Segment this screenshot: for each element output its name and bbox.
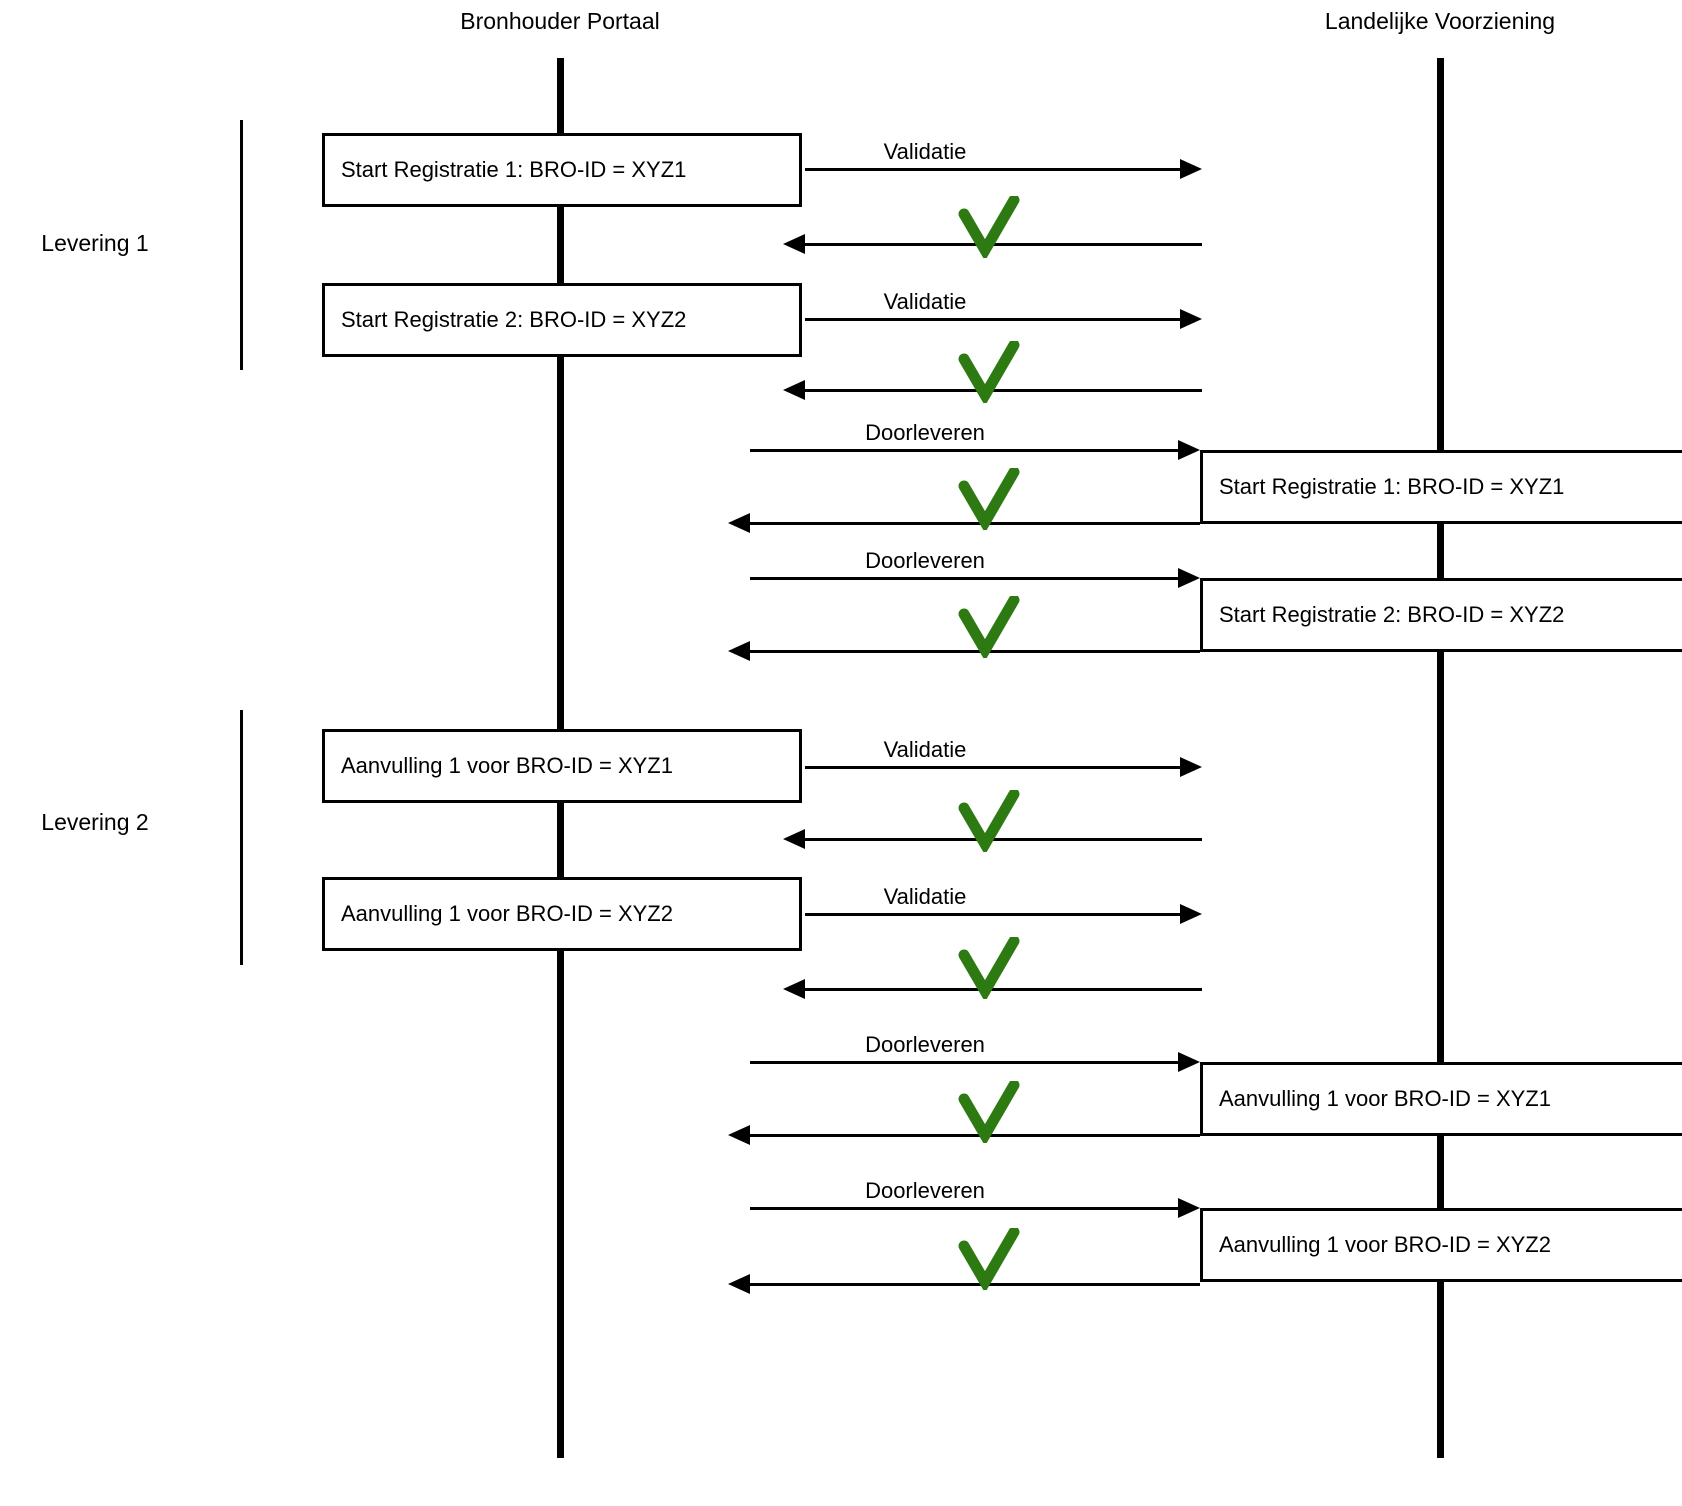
- arrow-head-right-icon: [1178, 440, 1200, 460]
- message-box-left-3[interactable]: Aanvulling 1 voor BRO-ID = XYZ1: [322, 729, 802, 803]
- message-arrow-doorleveren-4: [750, 1207, 1180, 1210]
- message-box-left-4[interactable]: Aanvulling 1 voor BRO-ID = XYZ2: [322, 877, 802, 951]
- arrow-head-right-icon: [1180, 309, 1202, 329]
- message-box-right-3-label: Aanvulling 1 voor BRO-ID = XYZ1: [1219, 1086, 1551, 1111]
- validation-check-icon-4: [958, 596, 1020, 658]
- validation-check-icon-6: [958, 937, 1020, 999]
- message-arrow-return-2: [805, 389, 1202, 392]
- arrow-head-right-icon: [1178, 1198, 1200, 1218]
- lifeline-bar-landelijke: [1437, 58, 1444, 1458]
- message-arrow-return-8: [750, 1283, 1200, 1286]
- message-arrow-doorleveren-3: [750, 1061, 1180, 1064]
- arrow-head-right-icon: [1180, 757, 1202, 777]
- validation-check-icon-2: [958, 341, 1020, 403]
- message-box-left-2[interactable]: Start Registratie 2: BRO-ID = XYZ2: [322, 283, 802, 357]
- arrow-head-left-icon: [783, 234, 805, 254]
- arrow-head-left-icon: [728, 641, 750, 661]
- group-label-levering-1: Levering 1: [41, 230, 149, 256]
- validation-check-icon-3: [958, 468, 1020, 530]
- group-bracket-levering-1: [240, 120, 243, 370]
- message-label-doorleveren-4: Doorleveren: [865, 1178, 985, 1203]
- arrow-head-right-icon: [1180, 159, 1202, 179]
- message-arrow-return-6: [805, 988, 1202, 991]
- message-box-left-2-label: Start Registratie 2: BRO-ID = XYZ2: [341, 307, 687, 332]
- arrow-head-right-icon: [1178, 568, 1200, 588]
- message-arrow-doorleveren-2: [750, 577, 1180, 580]
- message-box-left-3-label: Aanvulling 1 voor BRO-ID = XYZ1: [341, 753, 673, 778]
- message-arrow-return-5: [805, 838, 1202, 841]
- message-label-validatie-1: Validatie: [883, 139, 967, 164]
- message-arrow-validatie-3: [805, 766, 1182, 769]
- lifeline-title-bronhouder: Bronhouder Portaal: [460, 8, 660, 34]
- lifeline-title-landelijke: Landelijke Voorziening: [1324, 8, 1556, 34]
- message-box-left-1[interactable]: Start Registratie 1: BRO-ID = XYZ1: [322, 133, 802, 207]
- validation-check-icon-7: [958, 1081, 1020, 1143]
- arrow-head-left-icon: [728, 513, 750, 533]
- validation-check-icon-8: [958, 1228, 1020, 1290]
- group-label-levering-2: Levering 2: [41, 809, 149, 835]
- group-bracket-levering-2: [240, 710, 243, 965]
- message-label-validatie-3: Validatie: [883, 737, 967, 762]
- message-arrow-validatie-4: [805, 913, 1182, 916]
- message-box-left-4-label: Aanvulling 1 voor BRO-ID = XYZ2: [341, 901, 673, 926]
- message-box-right-3[interactable]: Aanvulling 1 voor BRO-ID = XYZ1: [1200, 1062, 1682, 1136]
- message-arrow-validatie-1: [805, 168, 1182, 171]
- message-label-validatie-4: Validatie: [883, 884, 967, 909]
- arrow-head-right-icon: [1178, 1052, 1200, 1072]
- message-arrow-return-7: [750, 1134, 1200, 1137]
- arrow-head-left-icon: [783, 979, 805, 999]
- message-box-right-4[interactable]: Aanvulling 1 voor BRO-ID = XYZ2: [1200, 1208, 1682, 1282]
- message-box-right-2[interactable]: Start Registratie 2: BRO-ID = XYZ2: [1200, 578, 1682, 652]
- message-box-right-2-label: Start Registratie 2: BRO-ID = XYZ2: [1219, 602, 1565, 627]
- message-arrow-return-4: [750, 650, 1200, 653]
- message-box-left-1-label: Start Registratie 1: BRO-ID = XYZ1: [341, 157, 687, 182]
- message-label-doorleveren-1: Doorleveren: [865, 420, 985, 445]
- message-arrow-return-3: [750, 522, 1200, 525]
- message-label-validatie-2: Validatie: [883, 289, 967, 314]
- arrow-head-right-icon: [1180, 904, 1202, 924]
- arrow-head-left-icon: [783, 829, 805, 849]
- message-label-doorleveren-3: Doorleveren: [865, 1032, 985, 1057]
- message-box-right-1-label: Start Registratie 1: BRO-ID = XYZ1: [1219, 474, 1565, 499]
- arrow-head-left-icon: [728, 1125, 750, 1145]
- message-box-right-1[interactable]: Start Registratie 1: BRO-ID = XYZ1: [1200, 450, 1682, 524]
- message-arrow-validatie-2: [805, 318, 1182, 321]
- arrow-head-left-icon: [783, 380, 805, 400]
- message-arrow-return-1: [805, 243, 1202, 246]
- message-box-right-4-label: Aanvulling 1 voor BRO-ID = XYZ2: [1219, 1232, 1551, 1257]
- validation-check-icon-1: [958, 196, 1020, 258]
- message-arrow-doorleveren-1: [750, 449, 1180, 452]
- message-label-doorleveren-2: Doorleveren: [865, 548, 985, 573]
- validation-check-icon-5: [958, 790, 1020, 852]
- arrow-head-left-icon: [728, 1274, 750, 1294]
